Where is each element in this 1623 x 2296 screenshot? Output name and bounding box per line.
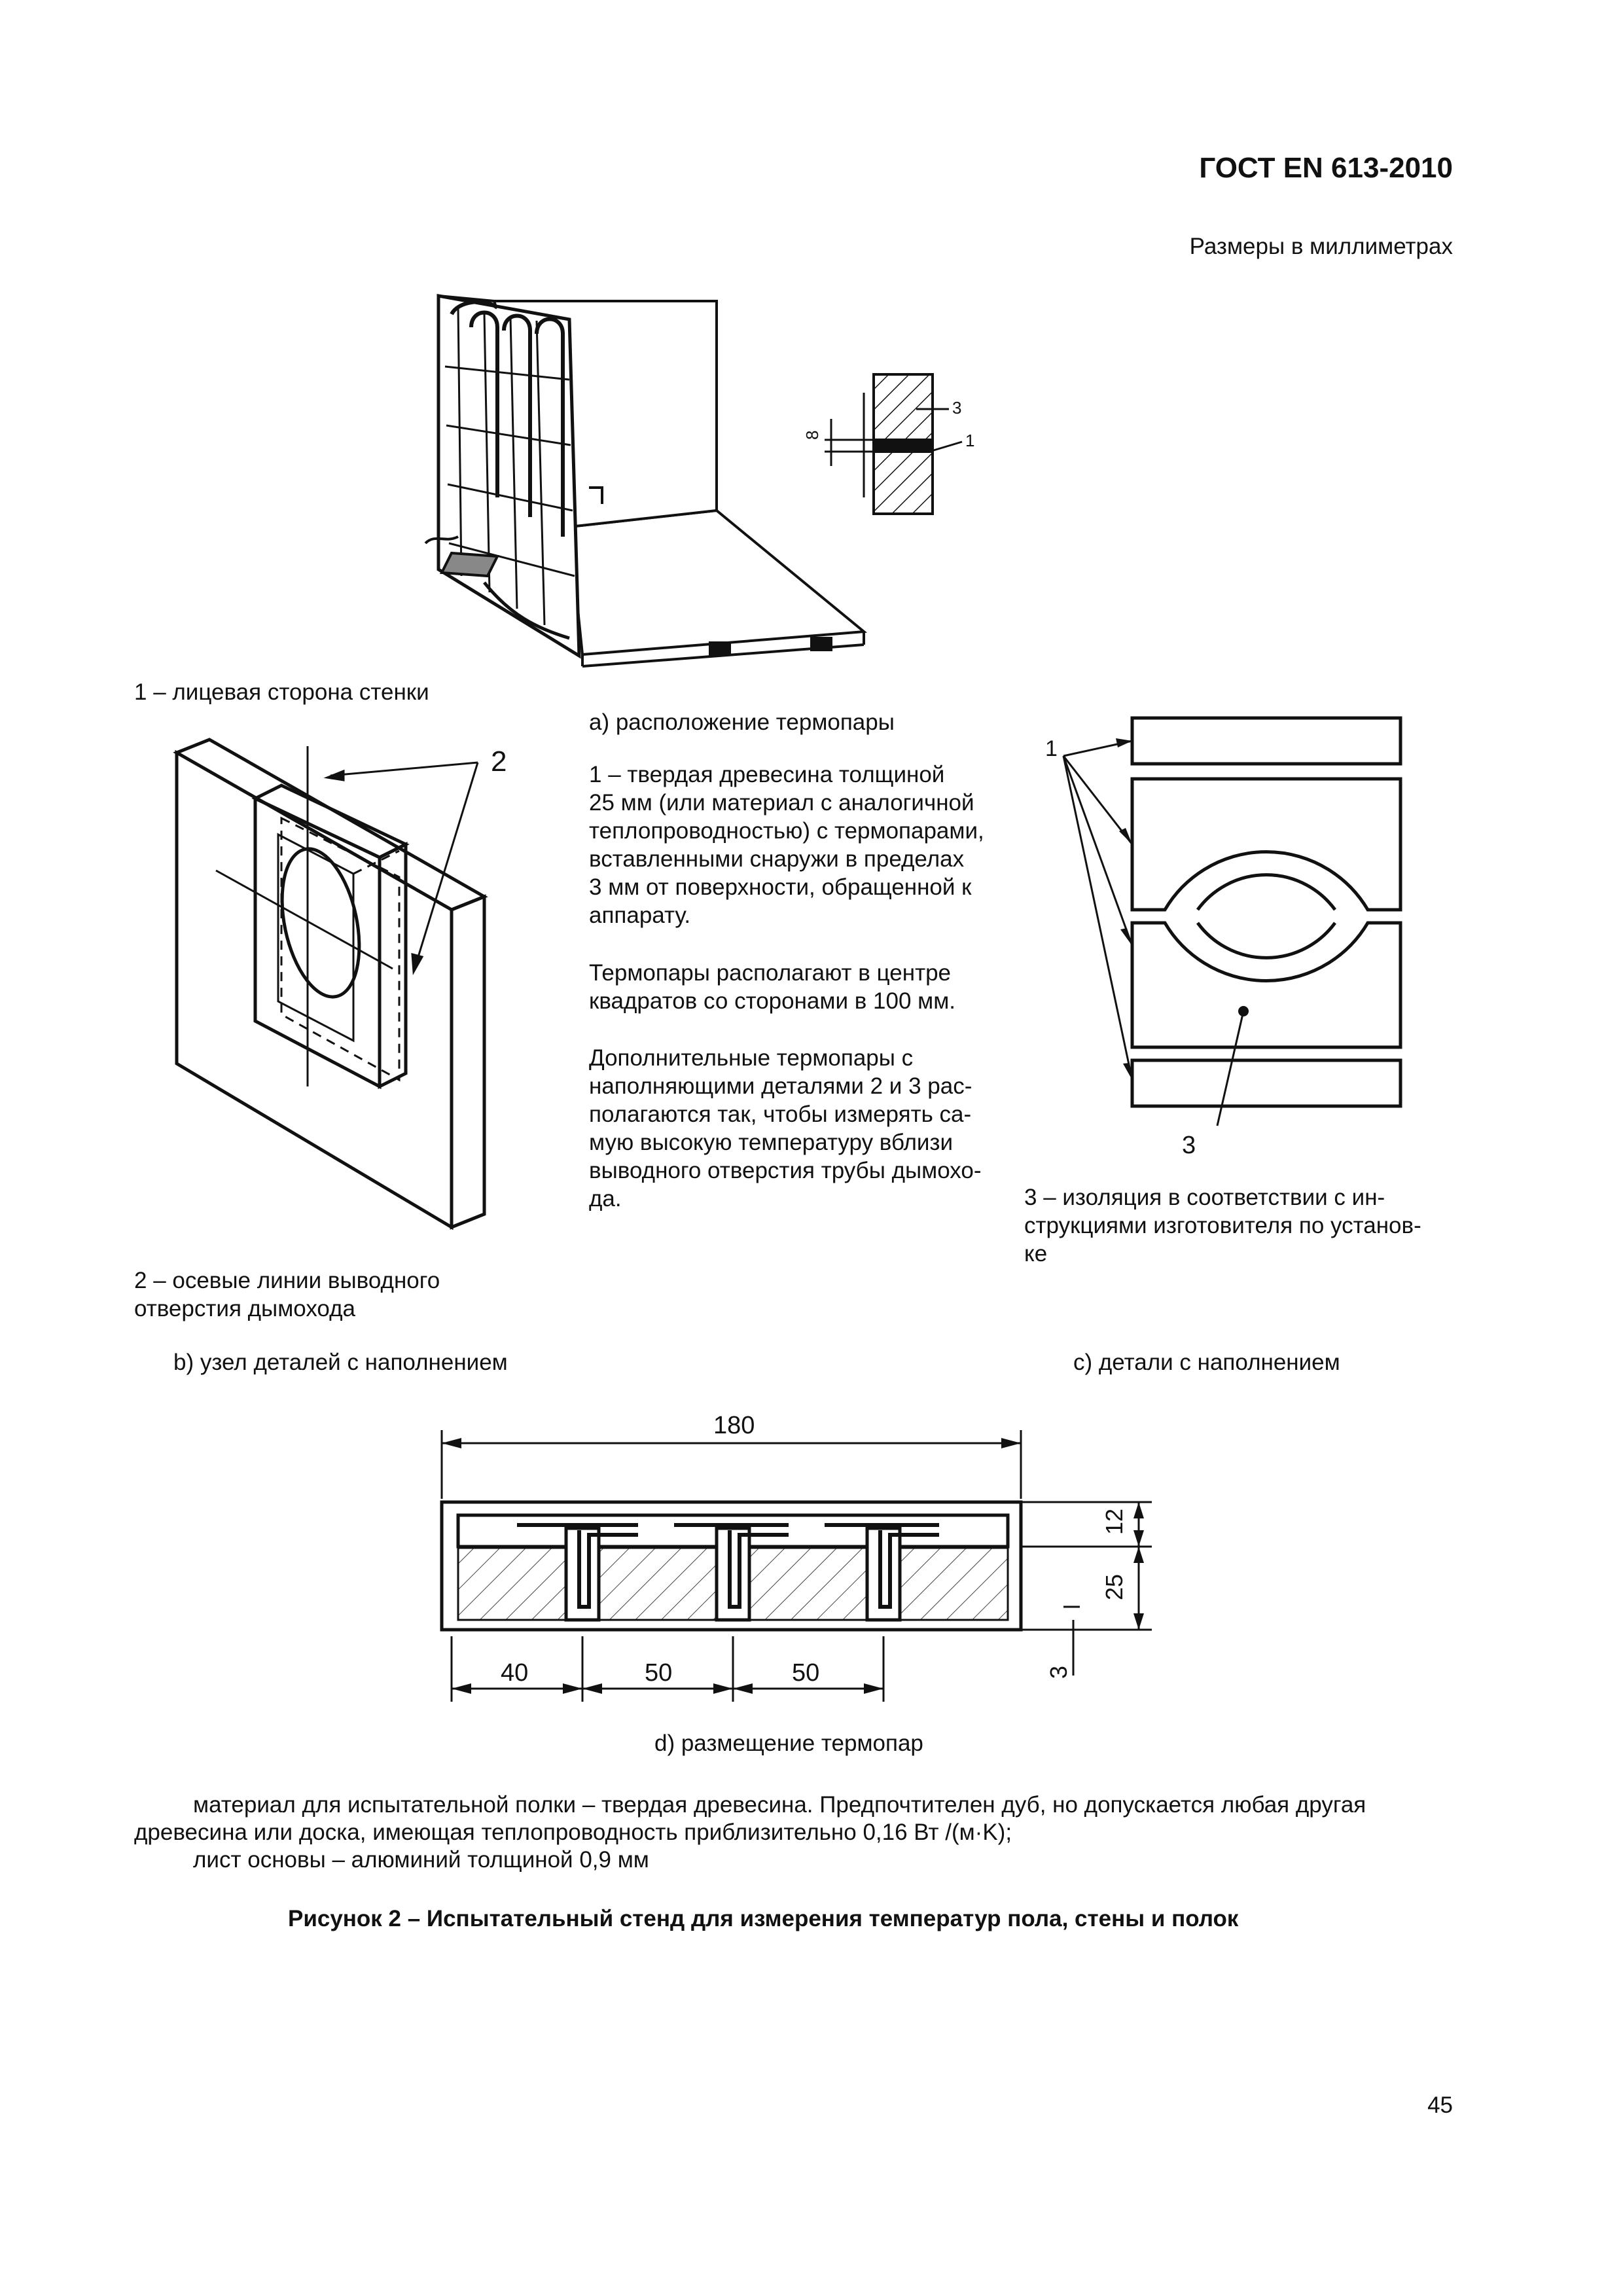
units-note: Размеры в миллиметрах xyxy=(1189,234,1453,259)
dim-50-a: 50 xyxy=(645,1659,672,1687)
detail-label-8: 8 xyxy=(802,431,822,440)
label-insulation: 3 – изоляция в соответствии с ин- струкц… xyxy=(1024,1185,1421,1266)
callout-3: 3 xyxy=(1182,1132,1196,1159)
figure-b-drawing: 2 xyxy=(173,738,507,1230)
figure-c-drawing: 1 3 xyxy=(1045,716,1402,1159)
caption-d: d) размещение термопар xyxy=(654,1731,923,1756)
detail-label-3: 3 xyxy=(952,398,961,418)
caption-a: а) расположение термопары xyxy=(589,709,895,735)
note-line-2: древесина или доска, имеющая теплопровод… xyxy=(134,1820,1012,1845)
note-line-3: лист основы – алюминий толщиной 0,9 мм xyxy=(193,1847,649,1873)
figure-title: Рисунок 2 – Испытательный стенд для изме… xyxy=(288,1906,1239,1931)
description-3: Дополнительные термопары с наполняющими … xyxy=(589,1045,982,1211)
dim-25: 25 xyxy=(1101,1574,1128,1600)
detail-label-1: 1 xyxy=(965,431,974,450)
dim-3: 3 xyxy=(1045,1666,1072,1679)
dim-40: 40 xyxy=(501,1659,528,1687)
description-2: Термопары располагают в центре квадратов… xyxy=(589,960,956,1014)
dim-total: 180 xyxy=(713,1412,755,1439)
figure-d-drawing: 180 40 50 50 12 25 3 xyxy=(440,1412,1152,1702)
caption-c: c) детали с наполнением xyxy=(1073,1350,1340,1375)
caption-b: b) узел деталей с наполнением xyxy=(173,1350,508,1375)
label-wall-face: 1 – лицевая сторона стенки xyxy=(134,679,429,705)
document-code: ГОСТ EN 613-2010 xyxy=(1199,152,1453,184)
figure-a-drawing: 8 3 1 xyxy=(424,294,974,668)
note-line-1: материал для испытательной полки – тверд… xyxy=(193,1792,1366,1818)
description-1: 1 – твердая древесина толщиной 25 мм (ил… xyxy=(589,762,984,928)
callout-1: 1 xyxy=(1045,736,1058,761)
dim-12: 12 xyxy=(1101,1509,1128,1535)
page-number: 45 xyxy=(1427,2092,1453,2118)
dim-50-b: 50 xyxy=(792,1659,819,1687)
label-axes: 2 – осевые линии выводного отверстия дым… xyxy=(134,1268,440,1321)
callout-2: 2 xyxy=(491,745,507,778)
